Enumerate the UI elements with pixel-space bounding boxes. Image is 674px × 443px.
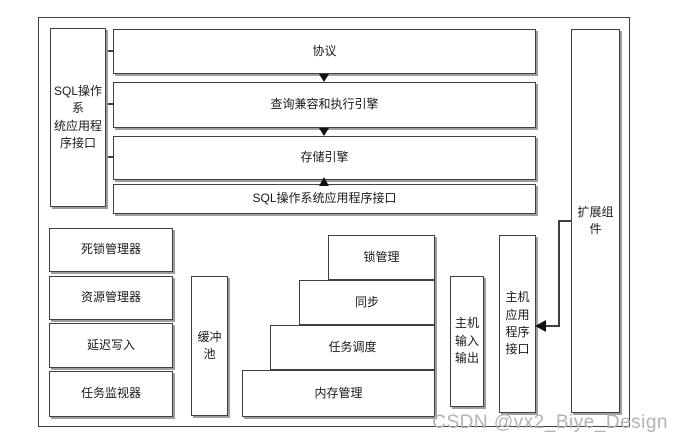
box-host-api: 主机 应用 程序 接口 [499,235,536,413]
box-lock-management: 锁管理 [328,235,435,280]
box-resource-manager: 资源管理器 [49,276,173,320]
box-query-compat-exec-engine: 查询兼容和执行引擎 [113,82,536,128]
arrow-up-icon-api-to-storage [319,177,329,186]
arrow-down-icon-protocol-to-query [319,74,329,82]
diagram-outer-frame [38,17,630,427]
csdn-watermark: CSDN @vx2_Biye_Design [432,412,668,433]
box-storage-engine: 存储引擎 [113,136,536,180]
arrow-left-icon-extension-to-host-api [535,320,546,332]
arrow-down-icon-query-to-storage [319,128,329,136]
box-deadlock-manager: 死锁管理器 [49,228,173,272]
box-buffer-pool: 缓冲 池 [191,276,228,416]
box-extension-components: 扩展组 件 [571,29,620,413]
connector-tick-query-engine [104,103,114,105]
box-sql-os-api-side: SQL操作系 统应用程 序接口 [50,28,106,207]
connector-tick-protocol [104,50,114,52]
box-task-monitor: 任务监视器 [49,371,173,417]
box-delayed-write: 延迟写入 [49,323,173,368]
connector-extension-vertical-segment [558,220,560,327]
box-sql-os-api-bottom: SQL操作系统应用程序接口 [113,184,536,214]
connector-tick-storage-engine [104,156,114,158]
box-synchronization: 同步 [299,280,435,325]
box-task-scheduling: 任务调度 [270,325,435,370]
box-host-io: 主机 输入 输出 [450,276,484,407]
connector-extension-top-segment [558,220,572,222]
box-protocol: 协议 [113,29,536,74]
box-memory-management: 内存管理 [242,370,435,417]
connector-extension-bottom-segment [545,325,559,327]
